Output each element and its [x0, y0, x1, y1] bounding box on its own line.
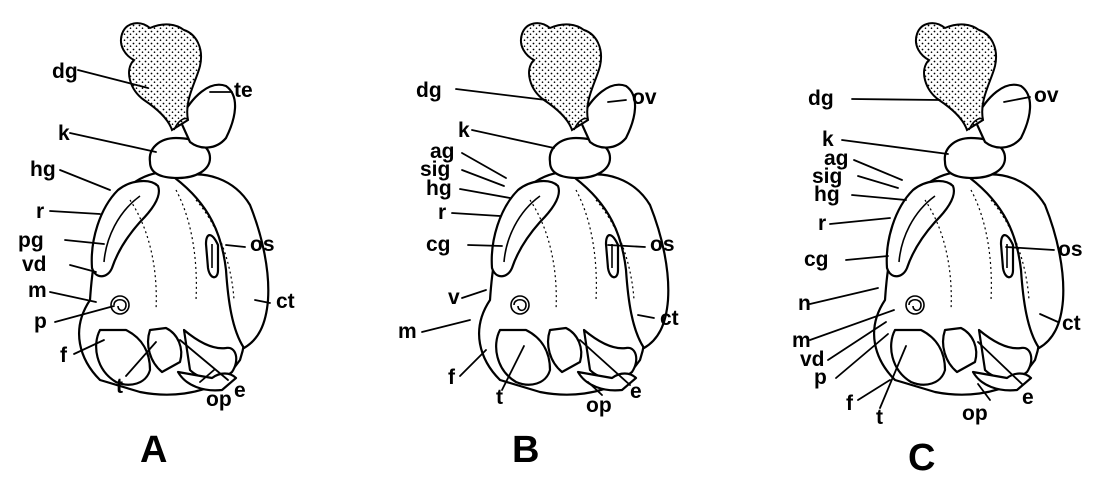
label-c-n: n	[798, 292, 811, 315]
label-b-e: e	[630, 380, 642, 403]
label-b-os: os	[650, 233, 675, 256]
label-a-te: te	[234, 79, 253, 102]
label-b-v: v	[448, 286, 460, 309]
label-b-op: op	[586, 394, 612, 417]
label-a-op: op	[206, 388, 232, 411]
label-a-hg: hg	[30, 158, 56, 181]
label-a-t: t	[116, 375, 123, 398]
label-a-r: r	[36, 200, 44, 223]
panel-c-drawing	[874, 23, 1063, 395]
label-c-t: t	[876, 406, 883, 429]
caption-a: A	[140, 429, 167, 471]
label-c-e: e	[1022, 386, 1034, 409]
label-c-os: os	[1058, 238, 1083, 261]
label-c-f: f	[846, 392, 854, 415]
label-b-ov: ov	[632, 86, 657, 109]
label-b-t: t	[496, 386, 503, 409]
label-a-ct: ct	[276, 290, 295, 313]
label-a-pg: pg	[18, 229, 44, 252]
label-a-p: p	[34, 310, 47, 333]
label-c-ct: ct	[1062, 312, 1081, 335]
label-c-r: r	[818, 212, 826, 235]
label-b-cg: cg	[426, 233, 451, 256]
label-c-p: p	[814, 366, 827, 389]
label-a-f: f	[60, 344, 68, 367]
panel-b: dg ov k ag sig hg r cg os v ct m f t op …	[398, 23, 679, 471]
label-b-m: m	[398, 320, 417, 343]
label-c-ov: ov	[1034, 84, 1059, 107]
label-a-k: k	[58, 122, 70, 145]
label-a-dg: dg	[52, 60, 78, 83]
label-b-f: f	[448, 366, 456, 389]
label-a-m: m	[28, 279, 47, 302]
label-a-e: e	[234, 379, 246, 402]
label-b-dg: dg	[416, 79, 442, 102]
label-c-cg: cg	[804, 248, 829, 271]
label-b-r: r	[438, 201, 446, 224]
label-b-ct: ct	[660, 307, 679, 330]
panel-c: dg ov k ag sig hg r cg os n ct m vd p f …	[792, 23, 1083, 479]
label-c-op: op	[962, 402, 988, 425]
label-b-hg: hg	[426, 177, 452, 200]
label-a-vd: vd	[22, 253, 47, 276]
label-b-k: k	[458, 119, 470, 142]
caption-c: C	[908, 437, 935, 479]
label-c-dg: dg	[808, 87, 834, 110]
caption-b: B	[512, 429, 539, 471]
panel-b-drawing	[479, 23, 668, 395]
panel-a: dg te k hg r pg os vd ct m p f t op e A	[18, 23, 295, 471]
label-a-os: os	[250, 233, 275, 256]
label-c-hg: hg	[814, 183, 840, 206]
